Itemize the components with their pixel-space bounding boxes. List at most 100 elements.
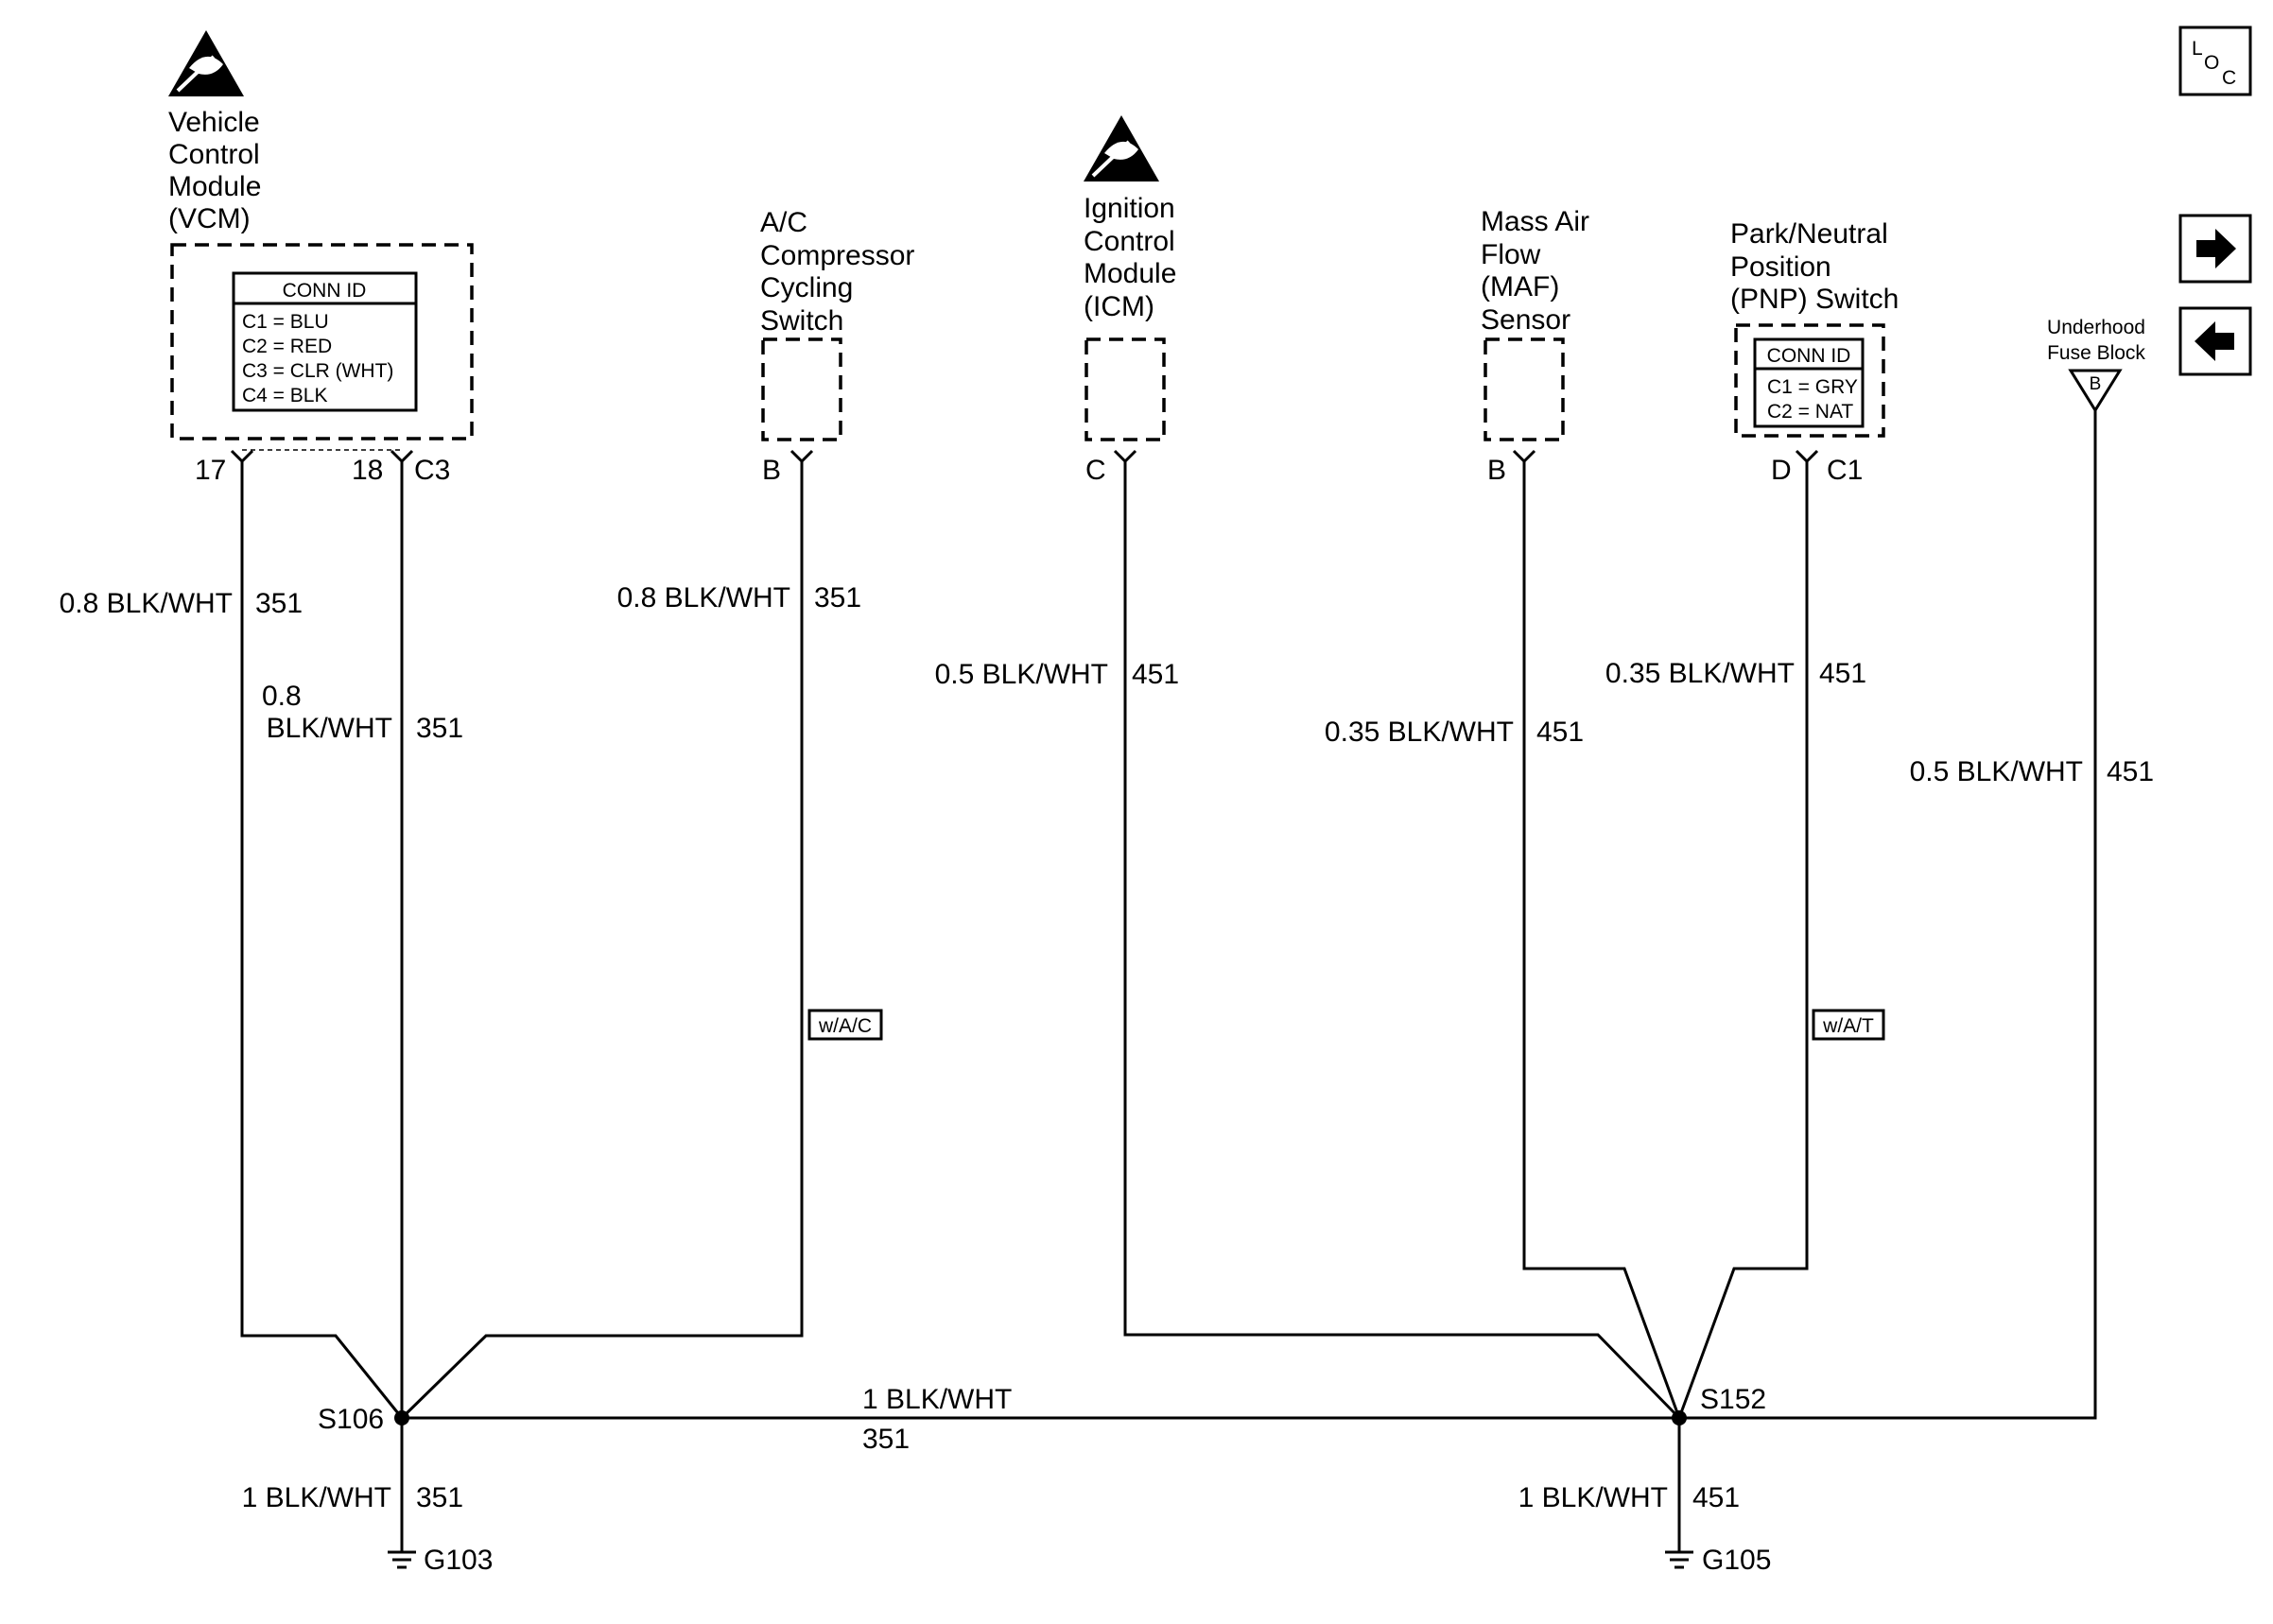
maf-sensor: Mass Air Flow (MAF) Sensor B [1481,206,1589,486]
ground-g105: G105 [1665,1545,1771,1576]
option-tag-pnp: w/A/T [1812,1009,1885,1041]
svg-text:S152: S152 [1700,1384,1766,1415]
conn-id-title: CONN ID [1767,345,1851,367]
conn-id-title: CONN ID [283,280,367,302]
fuse-block-name-line: Fuse Block [2047,342,2145,364]
svg-text:L: L [2192,38,2203,60]
svg-text:C: C [2222,67,2236,89]
conn-id-item: C3 = CLR (WHT) [242,360,393,382]
ac-name-line: Cycling [760,272,853,303]
pnp-switch: Park/Neutral Position (PNP) Switch CONN … [1730,218,1899,486]
splice-s106: S106 [318,1404,409,1435]
maf-name-line: Sensor [1481,304,1570,336]
svg-text:S106: S106 [318,1404,384,1435]
esd-warning-icon [1084,115,1159,181]
underhood-fuse-block: Underhood Fuse Block B [2047,317,2145,413]
pnp-conn-id-table: CONN ID C1 = GRY C2 = NAT [1753,337,1865,428]
arrow-left-icon [2195,321,2234,361]
wire-circuit-number: 351 [814,582,861,613]
vcm-name-line: Vehicle [168,107,260,138]
pin-label: D [1771,455,1792,486]
wire-circuit-number: 451 [2107,756,2154,787]
conn-id-item: C2 = RED [242,336,332,357]
fuse-block-name-line: Underhood [2047,317,2145,338]
conn-id-item: C4 = BLK [242,385,327,406]
maf-name-line: Flow [1481,239,1541,270]
conn-id-item: C1 = GRY [1767,376,1858,398]
vcm-component: Vehicle Control Module (VCM) CONN ID C1 … [168,107,474,486]
icm-name-line: Ignition [1084,193,1175,224]
wire-circuit-number: 451 [1536,717,1584,748]
svg-text:O: O [2204,52,2219,74]
ac-outline [761,337,842,441]
connector-label: C1 [1827,455,1863,486]
icm-name-line: Module [1084,258,1176,289]
maf-name-line: Mass Air [1481,206,1589,237]
wire-gauge-color: 0.8 BLK/WHT [60,588,233,619]
wire-circuit-number: 351 [862,1424,910,1455]
option-tag-ac: w/A/C [807,1009,883,1041]
wires [240,410,2097,1552]
ac-name-line: Switch [760,305,843,337]
pin-forks [230,449,1819,464]
ground-icon [1665,1550,1693,1569]
splice-s152: S152 [1672,1384,1766,1425]
conn-id-item: C2 = NAT [1767,401,1853,423]
pin-label: 17 [195,455,226,486]
esd-warning-icon [168,30,244,96]
wire-circuit-number: 351 [416,1482,463,1513]
svg-text:G105: G105 [1702,1545,1771,1576]
vcm-name-line: Module [168,171,261,202]
maf-name-line: (MAF) [1481,271,1559,302]
svg-text:G103: G103 [424,1545,493,1576]
wire-circuit-number: 351 [416,713,463,744]
conn-id-item: C1 = BLU [242,311,329,333]
wire-gauge-color: 0.8 BLK/WHT [617,582,790,613]
icm-component: Ignition Control Module (ICM) C [1084,193,1176,486]
pnp-name-line: Park/Neutral [1730,218,1888,250]
wire-circuit-number: 451 [1132,659,1179,690]
icm-name-line: (ICM) [1084,291,1154,322]
ac-name-line: Compressor [760,240,914,271]
pin-label: B [1487,455,1506,486]
wire-circuit-number: 451 [1819,658,1866,689]
wire-gauge-color: 1 BLK/WHT [242,1482,391,1513]
pnp-outline [1734,323,1885,438]
vcm-name-line: (VCM) [168,203,251,234]
icm-outline [1084,337,1166,441]
vcm-name-line: Control [168,139,260,170]
wire-circuit-number: 351 [255,588,303,619]
pin-label: B [2090,374,2102,394]
wire-labels: 0.8 BLK/WHT 351 0.8 BLK/WHT 351 0.8 BLK/… [60,582,2154,1513]
svg-text:w/A/C: w/A/C [818,1015,872,1037]
wire-gauge-color: 0.5 BLK/WHT [935,659,1108,690]
ground-g103: G103 [388,1545,493,1576]
locator-button[interactable]: L O C [2178,26,2252,96]
wire-gauge-color: 1 BLK/WHT [1518,1482,1668,1513]
locator-icon: L O C [2192,38,2236,89]
wire-gauge-color: 0.5 BLK/WHT [1910,756,2083,787]
wire-gauge-color: 0.35 BLK/WHT [1605,658,1795,689]
pnp-name-line: (PNP) Switch [1730,284,1899,315]
maf-outline [1484,337,1565,441]
vcm-outline [170,243,474,441]
next-page-button[interactable] [2178,214,2252,284]
wire-gauge-color: BLK/WHT [267,713,392,744]
ac-compressor-switch: A/C Compressor Cycling Switch B [760,207,914,486]
vcm-conn-id-table: CONN ID C1 = BLU C2 = RED C3 = CLR (WHT)… [232,271,418,412]
ground-icon [388,1550,416,1569]
pin-label: B [762,455,781,486]
ac-name-line: A/C [760,207,807,238]
connector-label: C3 [414,455,450,486]
pin-label: C [1085,455,1106,486]
pin-label: 18 [352,455,383,486]
wire-gauge-color: 0.35 BLK/WHT [1325,717,1514,748]
wire-gauge-color: 0.8 [262,681,302,712]
fuse-block-terminal [2068,369,2123,413]
previous-page-button[interactable] [2178,306,2252,376]
arrow-right-icon [2196,229,2236,268]
pnp-name-line: Position [1730,251,1831,283]
icm-name-line: Control [1084,226,1175,257]
svg-text:w/A/T: w/A/T [1822,1015,1874,1037]
